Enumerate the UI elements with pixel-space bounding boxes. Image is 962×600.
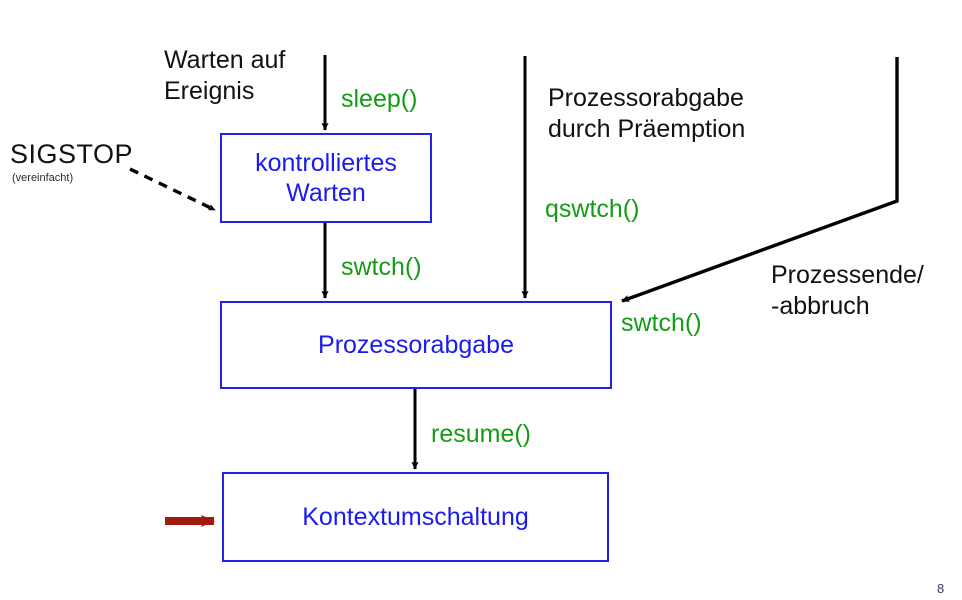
- annotation-sigstop-note: (vereinfacht): [12, 172, 74, 184]
- annotation-prozessorabgabe-praemption: Prozessorabgabe durch Präemption: [548, 84, 746, 143]
- node-kontextumschaltung[interactable]: Kontextumschaltung: [222, 472, 609, 562]
- node-label: kontrolliertes Warten: [255, 148, 397, 208]
- node-label: Prozessorabgabe: [318, 330, 514, 359]
- annotation-warten-auf-ereignis: Warten auf Ereignis: [164, 46, 286, 105]
- edge-label-qswtch: qswtch(): [545, 195, 640, 223]
- edge-label-swtch-top: swtch(): [341, 253, 422, 281]
- edge-sigstop-dashed: [129, 167, 216, 212]
- edge-label-sleep: sleep(): [341, 85, 418, 113]
- node-kontrolliertes-warten[interactable]: kontrolliertes Warten: [220, 133, 432, 223]
- annotation-sigstop: SIGSTOP: [10, 139, 134, 169]
- node-prozessorabgabe[interactable]: Prozessorabgabe: [220, 301, 612, 389]
- annotation-prozessende-abbruch: Prozessende/ -abbruch: [771, 261, 924, 320]
- edge-label-swtch-right: swtch(): [621, 309, 702, 337]
- page-number: 8: [937, 581, 945, 596]
- edge-label-resume: resume(): [431, 420, 532, 448]
- edge-prozessende: [621, 57, 899, 303]
- node-label: Kontextumschaltung: [302, 502, 529, 531]
